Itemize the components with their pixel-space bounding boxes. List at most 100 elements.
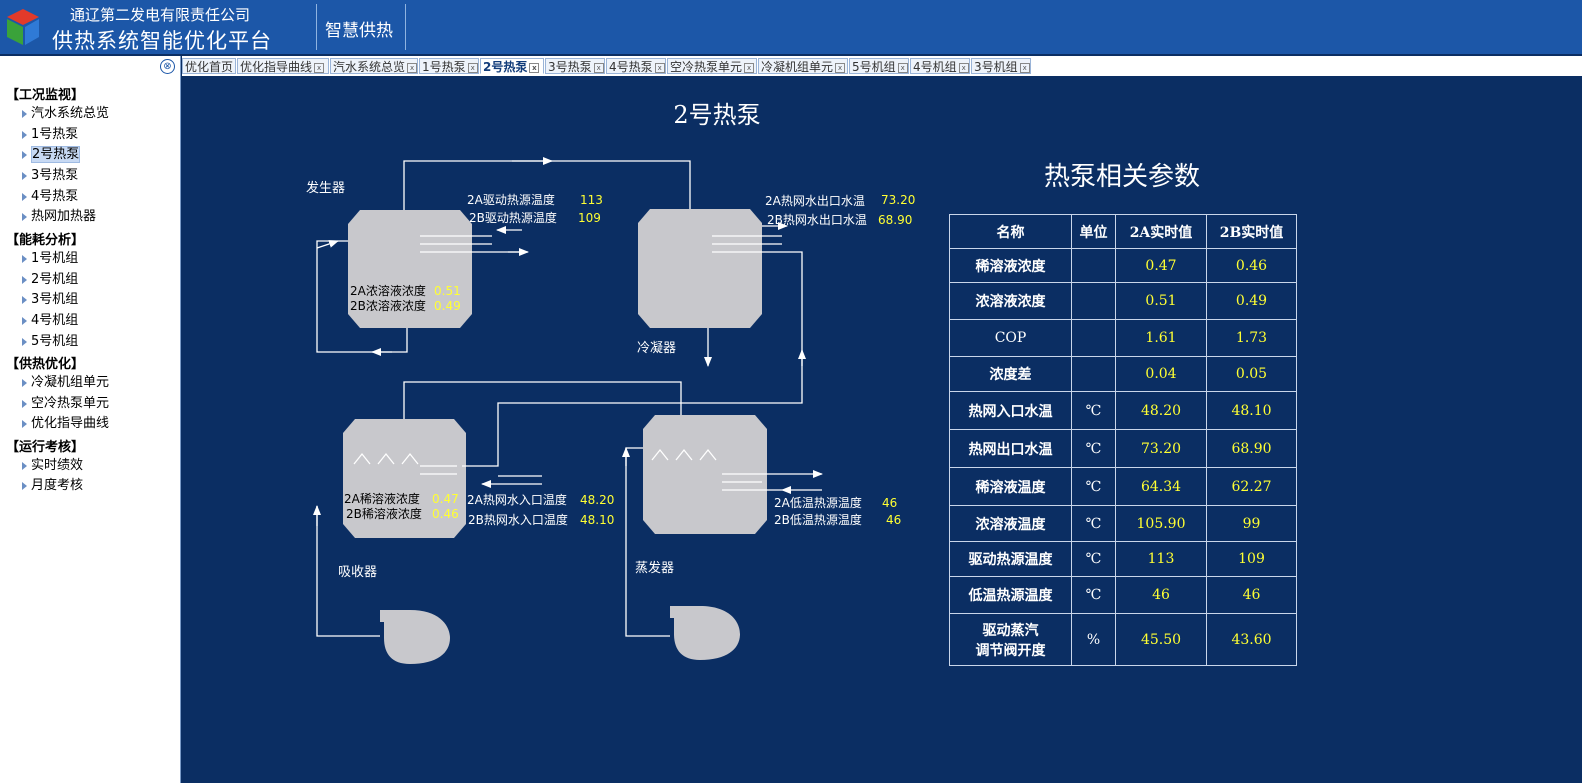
label-evaporator: 蒸发器 <box>635 560 674 576</box>
sidebar-group-energy[interactable]: 【能耗分析】 <box>6 233 85 248</box>
close-icon[interactable]: x <box>897 62 908 73</box>
param-value-b: 62.27 <box>1206 467 1297 506</box>
reading-dil-b-value: 0.46 <box>432 507 459 521</box>
reading-in-b-label: 2B热网水入口温度 <box>468 512 568 527</box>
param-value-b: 48.10 <box>1206 391 1297 430</box>
sidebar-item-curve[interactable]: 优化指导曲线 <box>22 415 109 432</box>
close-icon[interactable]: x <box>958 62 969 73</box>
param-unit: % <box>1071 613 1116 666</box>
sidebar-group-optimization[interactable]: 【供热优化】 <box>6 357 85 372</box>
sidebar-item-pump-1[interactable]: 1号热泵 <box>22 126 78 143</box>
close-icon[interactable]: x <box>314 62 325 73</box>
param-unit: ℃ <box>1071 541 1116 577</box>
sidebar-item-realtime[interactable]: 实时绩效 <box>22 457 83 474</box>
close-icon[interactable]: ⊗ <box>160 59 175 74</box>
header-divider <box>405 4 406 50</box>
sidebar-item-pump-4[interactable]: 4号热泵 <box>22 188 78 205</box>
sidebar-item-unit-3[interactable]: 3号机组 <box>22 291 78 308</box>
reading-out-b-value: 68.90 <box>878 213 912 227</box>
param-name: 稀溶液浓度 <box>949 248 1072 283</box>
arrow-right-icon <box>22 212 27 221</box>
app-header: 通辽第二发电有限责任公司 供热系统智能优化平台 智慧供热 <box>0 0 1582 54</box>
evaporator-pump <box>670 606 740 660</box>
close-icon[interactable]: x <box>654 62 665 73</box>
company-logo-icon <box>7 9 39 45</box>
reading-in-a-value: 48.20 <box>580 493 614 507</box>
sidebar-item-unit-2[interactable]: 2号机组 <box>22 271 78 288</box>
arrow-right-icon <box>22 481 27 490</box>
sidebar-item-unit-5[interactable]: 5号机组 <box>22 333 78 350</box>
arrow-right-icon <box>22 378 27 387</box>
param-name: 热网出口水温 <box>949 429 1072 468</box>
param-name: 驱动热源温度 <box>949 541 1072 577</box>
reading-low-a-value: 46 <box>882 496 897 510</box>
params-title: 热泵相关参数 <box>1044 162 1201 192</box>
sidebar: ⊗ 【工况监视】 汽水系统总览 1号热泵 2号热泵 3号热泵 4号热泵 热网加热… <box>0 56 181 783</box>
reading-out-a-value: 73.20 <box>881 193 915 207</box>
sidebar-item-aircool[interactable]: 空冷热泵单元 <box>22 395 109 412</box>
reading-out-a-label: 2A热网水出口水温 <box>765 194 865 208</box>
param-unit: ℃ <box>1071 391 1116 430</box>
arrow-right-icon <box>22 295 27 304</box>
company-name: 通辽第二发电有限责任公司 <box>70 6 251 24</box>
module-link[interactable]: 智慧供热 <box>325 21 393 41</box>
param-unit <box>1071 248 1116 283</box>
sidebar-item-unit-4[interactable]: 4号机组 <box>22 312 78 329</box>
close-icon[interactable]: x <box>467 62 478 73</box>
sidebar-item-heater[interactable]: 热网加热器 <box>22 208 96 225</box>
col-header-a: 2A实时值 <box>1115 214 1207 249</box>
sidebar-item-unit-1[interactable]: 1号机组 <box>22 250 78 267</box>
reading-conc-a-value: 0.51 <box>434 284 461 298</box>
absorber-pump <box>380 610 450 664</box>
reading-drive-a-value: 113 <box>580 193 603 207</box>
diagram-title: 2号热泵 <box>673 101 760 129</box>
sidebar-item-condensing[interactable]: 冷凝机组单元 <box>22 374 109 391</box>
reading-drive-a-label: 2A驱动热源温度 <box>467 192 555 207</box>
param-name: 热网入口水温 <box>949 391 1072 430</box>
param-value-b: 68.90 <box>1206 429 1297 468</box>
header-divider <box>316 4 317 50</box>
param-value-b: 109 <box>1206 541 1297 577</box>
sidebar-item-monthly[interactable]: 月度考核 <box>22 477 83 494</box>
arrow-right-icon <box>22 171 27 180</box>
close-icon[interactable]: x <box>529 62 540 73</box>
reading-in-a-label: 2A热网水入口温度 <box>467 492 567 507</box>
close-icon[interactable]: x <box>1019 62 1030 73</box>
reading-drive-b-value: 109 <box>578 211 601 225</box>
sidebar-group-assessment[interactable]: 【运行考核】 <box>6 440 85 455</box>
arrow-right-icon <box>22 192 27 201</box>
close-icon[interactable]: x <box>407 62 418 73</box>
sidebar-item-pump-3[interactable]: 3号热泵 <box>22 167 78 184</box>
arrow-right-icon <box>22 150 27 159</box>
sidebar-item-pump-2[interactable]: 2号热泵 <box>22 146 81 163</box>
reading-conc-b-label: 2B浓溶液浓度 <box>350 298 426 313</box>
sidebar-item-steam-overview[interactable]: 汽水系统总览 <box>22 105 109 122</box>
close-icon[interactable]: x <box>744 62 755 73</box>
sidebar-group-monitoring[interactable]: 【工况监视】 <box>6 88 85 103</box>
param-name: 浓溶液温度 <box>949 505 1072 542</box>
arrow-right-icon <box>22 254 27 263</box>
tab-home[interactable]: 优化首页 <box>182 58 236 74</box>
param-name: 浓溶液浓度 <box>949 282 1072 320</box>
param-value-b: 0.46 <box>1206 248 1297 283</box>
close-icon[interactable]: x <box>593 62 604 73</box>
close-icon[interactable]: x <box>835 62 846 73</box>
